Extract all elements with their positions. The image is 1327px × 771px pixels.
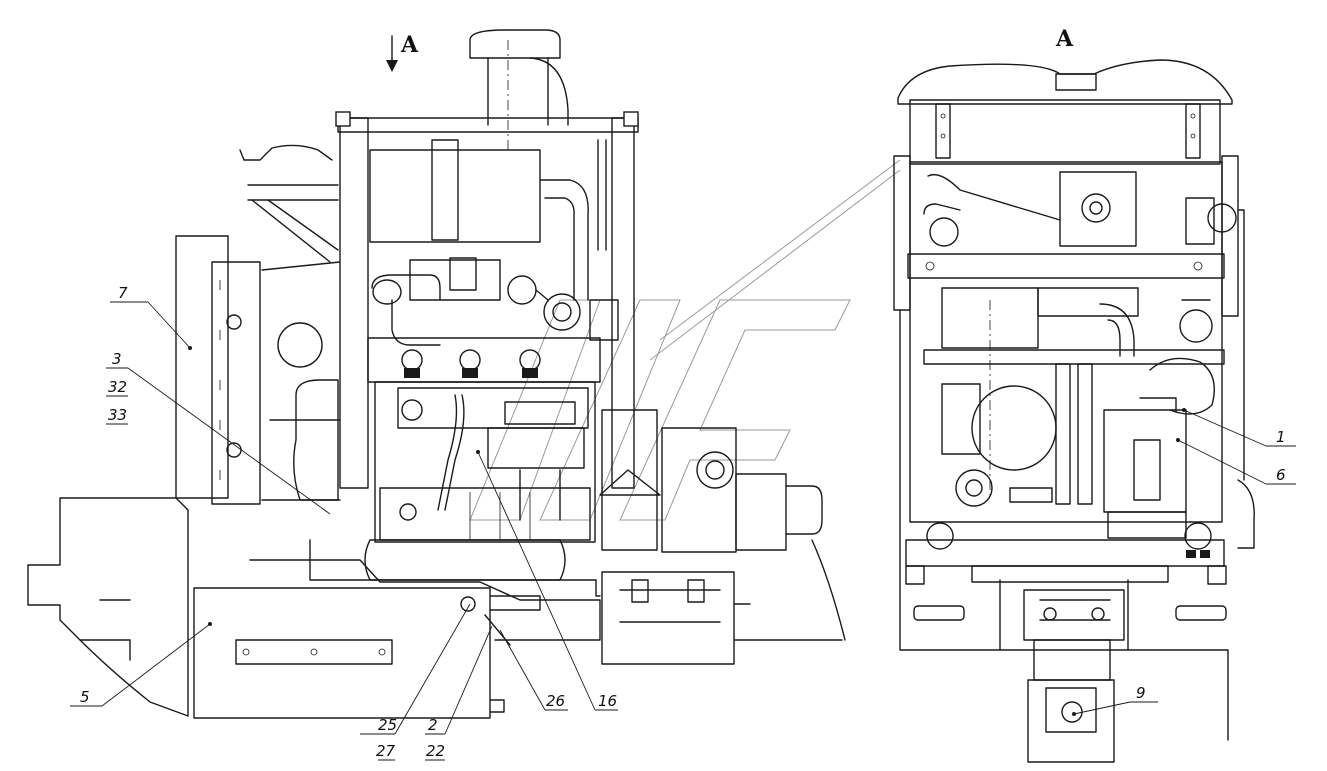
callout-25: 25 [378, 716, 397, 734]
callout-32: 32 [108, 378, 127, 396]
callout-33: 33 [108, 406, 127, 424]
callout-5: 5 [80, 688, 90, 706]
view-a [893, 59, 1296, 763]
side-view: A [27, 29, 846, 761]
section-view-label: A [1055, 26, 1074, 52]
callout-26: 26 [546, 692, 565, 710]
callout-27: 27 [376, 742, 396, 760]
callout-3: 3 [112, 350, 122, 368]
callout-9: 9 [1136, 684, 1146, 702]
callout-22: 22 [426, 742, 445, 760]
callout-6: 6 [1276, 466, 1286, 484]
callout-16: 16 [598, 692, 617, 710]
view-arrow-label: A [400, 32, 419, 58]
view-direction-arrow [386, 35, 398, 72]
callout-2: 2 [428, 716, 438, 734]
callout-1: 1 [1276, 428, 1286, 446]
callout-7: 7 [118, 284, 128, 302]
watermark-logo [469, 159, 901, 521]
